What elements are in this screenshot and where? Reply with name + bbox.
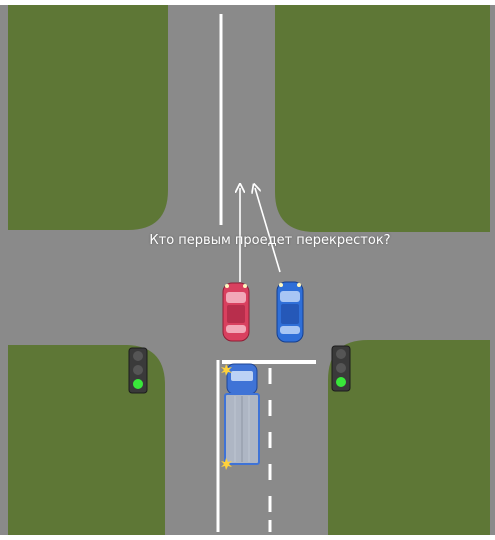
traffic-light-right [331,345,351,392]
question-text: Кто первым проедет перекресток? [149,233,391,248]
traffic-light-left [128,347,148,394]
grass-bottom-right [328,340,490,535]
red-car [222,282,250,342]
grass-top-left [8,5,168,230]
turn-signal-rear-icon [221,458,232,470]
arrow-straight-right [255,188,281,273]
turn-signal-icon [221,364,232,376]
green-light-icon [133,379,143,389]
grass-top-right [275,5,490,232]
blue-car [276,281,304,343]
green-light-icon [336,377,346,387]
truck [221,363,260,470]
grass-bottom-left [8,345,165,535]
